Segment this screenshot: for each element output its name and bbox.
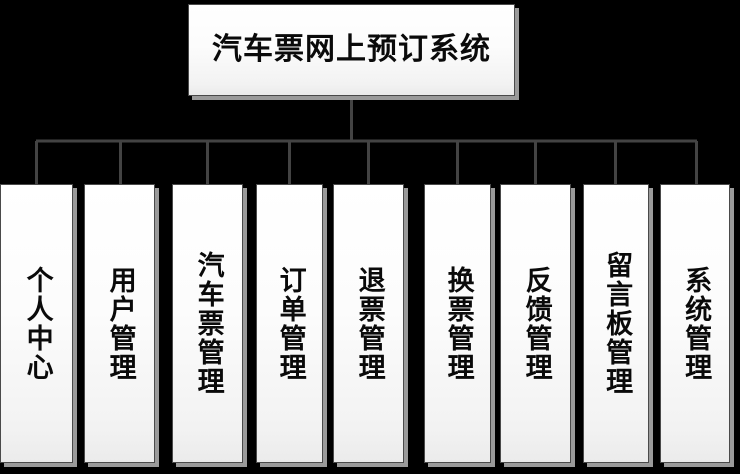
node-personal-center-label: 个人中心 xyxy=(21,265,53,382)
node-refund-management[interactable]: 退票管理 xyxy=(333,184,404,463)
node-bus-ticket-management[interactable]: 汽车票管理 xyxy=(172,184,243,463)
node-personal-center[interactable]: 个人中心 xyxy=(0,184,73,463)
node-order-management-label: 订单管理 xyxy=(274,265,306,382)
node-feedback-management-label: 反馈管理 xyxy=(520,265,552,382)
node-order-management[interactable]: 订单管理 xyxy=(256,184,323,463)
node-system-management[interactable]: 系统管理 xyxy=(660,184,730,463)
node-ticket-change-management[interactable]: 换票管理 xyxy=(424,184,491,463)
node-bus-ticket-management-label: 汽车票管理 xyxy=(192,251,224,396)
node-user-management[interactable]: 用户管理 xyxy=(84,184,155,463)
node-message-board-management[interactable]: 留言板管理 xyxy=(583,184,649,463)
root-node[interactable]: 汽车票网上预订系统 xyxy=(188,4,515,96)
node-ticket-change-management-label: 换票管理 xyxy=(442,265,474,382)
node-message-board-management-label: 留言板管理 xyxy=(601,251,633,396)
root-node-label: 汽车票网上预订系统 xyxy=(212,32,491,67)
node-user-management-label: 用户管理 xyxy=(104,265,136,382)
node-system-management-label: 系统管理 xyxy=(680,265,712,382)
node-feedback-management[interactable]: 反馈管理 xyxy=(500,184,571,463)
node-refund-management-label: 退票管理 xyxy=(353,265,385,382)
